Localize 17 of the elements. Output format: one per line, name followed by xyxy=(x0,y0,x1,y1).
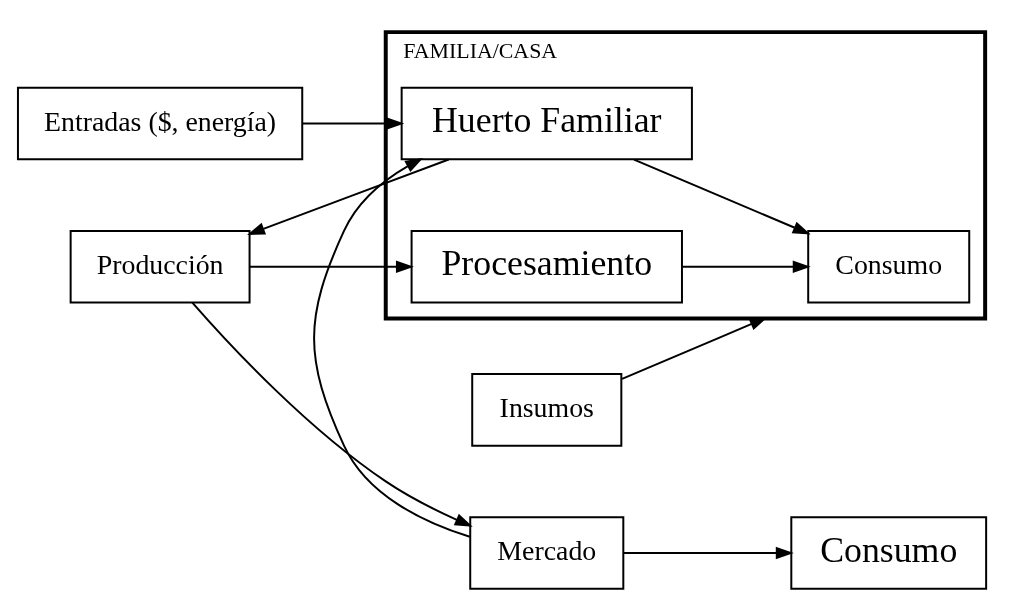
arrow xyxy=(681,260,811,273)
arrow xyxy=(301,117,405,130)
arrow xyxy=(248,260,414,273)
arrow xyxy=(313,157,471,538)
arrow xyxy=(622,546,794,560)
node-box: Mercado xyxy=(469,516,625,590)
arrow xyxy=(621,317,768,380)
node-box: Insumos xyxy=(471,373,623,447)
node-box: Huerto Familiar xyxy=(400,86,693,161)
arrow xyxy=(247,158,450,235)
arrow xyxy=(633,158,811,235)
node-box: Entradas ($, energía) xyxy=(16,86,304,161)
node-box: Procesamiento xyxy=(410,229,683,304)
arrow xyxy=(191,301,473,527)
node-box: Consumo xyxy=(790,516,988,590)
node-box: Producción xyxy=(69,229,251,304)
node-box: Consumo xyxy=(807,229,971,304)
